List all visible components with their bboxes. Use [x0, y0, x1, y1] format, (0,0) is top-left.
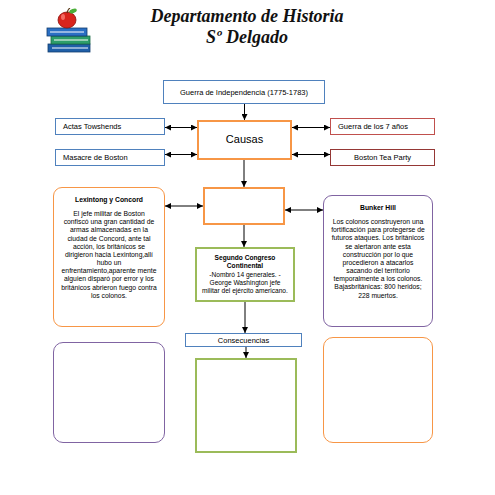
- connector-arrow: [165, 154, 197, 155]
- connector-arrow: [244, 104, 245, 120]
- connector-arrow: [244, 225, 245, 247]
- connector-arrow: [165, 127, 197, 128]
- connector-arrow: [246, 347, 247, 358]
- page-title: Departamento de Historia Sº Delgado: [147, 6, 347, 48]
- node-text: Guerra de los 7 años: [338, 122, 427, 131]
- connector-arrow: [245, 302, 246, 333]
- consequences-box: Consecuencias: [185, 333, 302, 347]
- empty-box: [195, 358, 297, 453]
- node-text: El jefe militar de Boston confiscó una g…: [60, 210, 158, 300]
- event-box: Segundo Congreso Continental-Nombró 14 g…: [195, 247, 295, 302]
- cause-box: Masacre de Boston: [55, 149, 165, 166]
- title-box: Guerra de Independencia (1775-1783): [163, 80, 325, 104]
- central-box: Causas: [197, 120, 292, 160]
- event-box: Bunker HillLos colonos construyeron una …: [323, 195, 433, 327]
- cause-box: Guerra de los 7 años: [330, 118, 435, 135]
- node-heading: Bunker Hill: [330, 204, 426, 212]
- node-text: Guerra de Independencia (1775-1783): [168, 88, 320, 97]
- empty-box: [53, 342, 165, 443]
- node-text: Causas: [201, 133, 288, 146]
- node-text: Boston Tea Party: [335, 153, 430, 162]
- node-text: Los colonos construyeron una fortificaci…: [330, 218, 426, 300]
- cause-box: Actas Towshends: [55, 118, 165, 135]
- event-box: Lexintong y Concord El jefe militar de Bo…: [53, 187, 165, 327]
- connector-arrow: [292, 154, 330, 155]
- node-text: -Nombró 14 generales. -George Washington…: [201, 271, 289, 295]
- node-heading: Segundo Congreso Continental: [201, 254, 289, 270]
- cause-box: Boston Tea Party: [330, 149, 435, 166]
- connector-arrow: [244, 160, 245, 187]
- connector-arrow: [285, 210, 323, 211]
- empty-box: [203, 187, 285, 225]
- node-text: Masacre de Boston: [63, 153, 157, 162]
- books-apple-icon: [46, 8, 96, 54]
- connector-arrow: [292, 127, 330, 128]
- node-text: Consecuencias: [190, 336, 297, 345]
- empty-box: [323, 337, 433, 443]
- node-text: Actas Towshends: [63, 122, 157, 131]
- node-heading: Lexintong y Concord: [60, 196, 158, 204]
- connector-arrow: [165, 206, 203, 207]
